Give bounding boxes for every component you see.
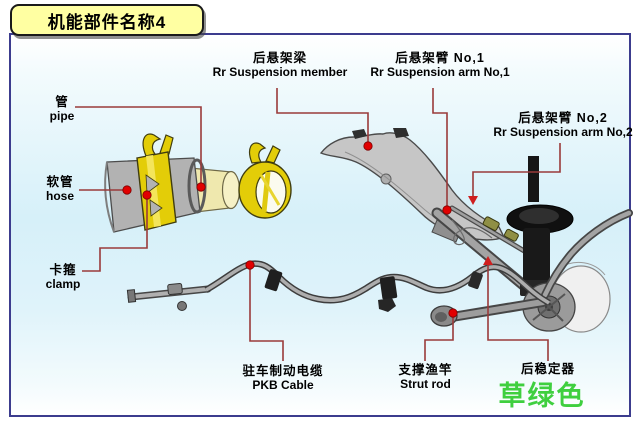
dot-clamp [142, 190, 152, 200]
label-pkb-cable-en: PKB Cable [252, 378, 314, 392]
hose-clamp-graphic [136, 133, 177, 231]
label-pipe: 管 pipe [34, 95, 90, 123]
leader-arm1 [432, 88, 448, 207]
leader-stabilizer [487, 264, 549, 361]
label-stabilizer: 后稳定器 [503, 362, 593, 376]
leader-clamp [82, 198, 148, 272]
label-arm1: 后悬架臂 No,1 Rr Suspension arm No,1 [355, 51, 525, 79]
label-hose: 软管 hose [32, 175, 88, 203]
label-stabilizer-zh: 后稳定器 [520, 362, 575, 376]
label-arm1-en: Rr Suspension arm No,1 [370, 65, 510, 79]
label-pipe-en: pipe [49, 109, 75, 123]
label-hose-en: hose [45, 189, 74, 203]
leader-dots [122, 141, 458, 318]
label-arm2-en: Rr Suspension arm No,2 [493, 125, 633, 139]
label-arm2: 后悬架臂 No,2 Rr Suspension arm No,2 [478, 111, 640, 139]
leader-pkb [249, 268, 284, 361]
label-clamp-zh: 卡箍 [49, 263, 77, 277]
loose-clamp-graphic [238, 142, 292, 219]
pkb-cable-graphic [126, 260, 551, 312]
leader-arrows [468, 196, 493, 265]
leader-arm2 [472, 143, 561, 196]
dot-pkb [245, 260, 255, 270]
watermark-text: 草绿色 [498, 381, 586, 411]
dot-strut-rod [448, 308, 458, 318]
label-clamp-en: clamp [45, 277, 81, 291]
label-pkb-cable-zh: 驻车制动电缆 [242, 364, 324, 378]
label-member-en: Rr Suspension member [212, 65, 348, 79]
label-arm1-zh: 后悬架臂 No,1 [395, 51, 485, 65]
leader-member [276, 88, 369, 143]
label-member: 后悬架梁 Rr Suspension member [195, 51, 365, 79]
label-arm2-zh: 后悬架臂 No,2 [518, 111, 608, 125]
leader-pipe [75, 106, 202, 184]
dot-hose [122, 185, 132, 195]
dot-member [363, 141, 373, 151]
dot-pipe [196, 182, 206, 192]
label-pkb-cable: 驻车制动电缆 PKB Cable [223, 364, 343, 392]
label-strut-rod: 支撑渔竿 Strut rod [383, 363, 468, 391]
stabilizer-bar-graphic [541, 209, 633, 299]
label-strut-rod-zh: 支撑渔竿 [398, 363, 453, 377]
label-strut-rod-en: Strut rod [400, 377, 451, 391]
dot-arm1 [442, 205, 452, 215]
label-clamp: 卡箍 clamp [32, 263, 94, 291]
page-title-text: 机能部件名称4 [47, 12, 167, 32]
label-pipe-zh: 管 [55, 95, 69, 109]
page-title: 机能部件名称4 [10, 4, 204, 36]
arrow-stabilizer [483, 256, 493, 265]
arrow-arm2 [468, 196, 478, 205]
leader-strut-rod [424, 317, 454, 361]
leader-lines [75, 88, 561, 361]
label-member-zh: 后悬架梁 [252, 51, 307, 65]
label-hose-zh: 软管 [46, 175, 74, 189]
